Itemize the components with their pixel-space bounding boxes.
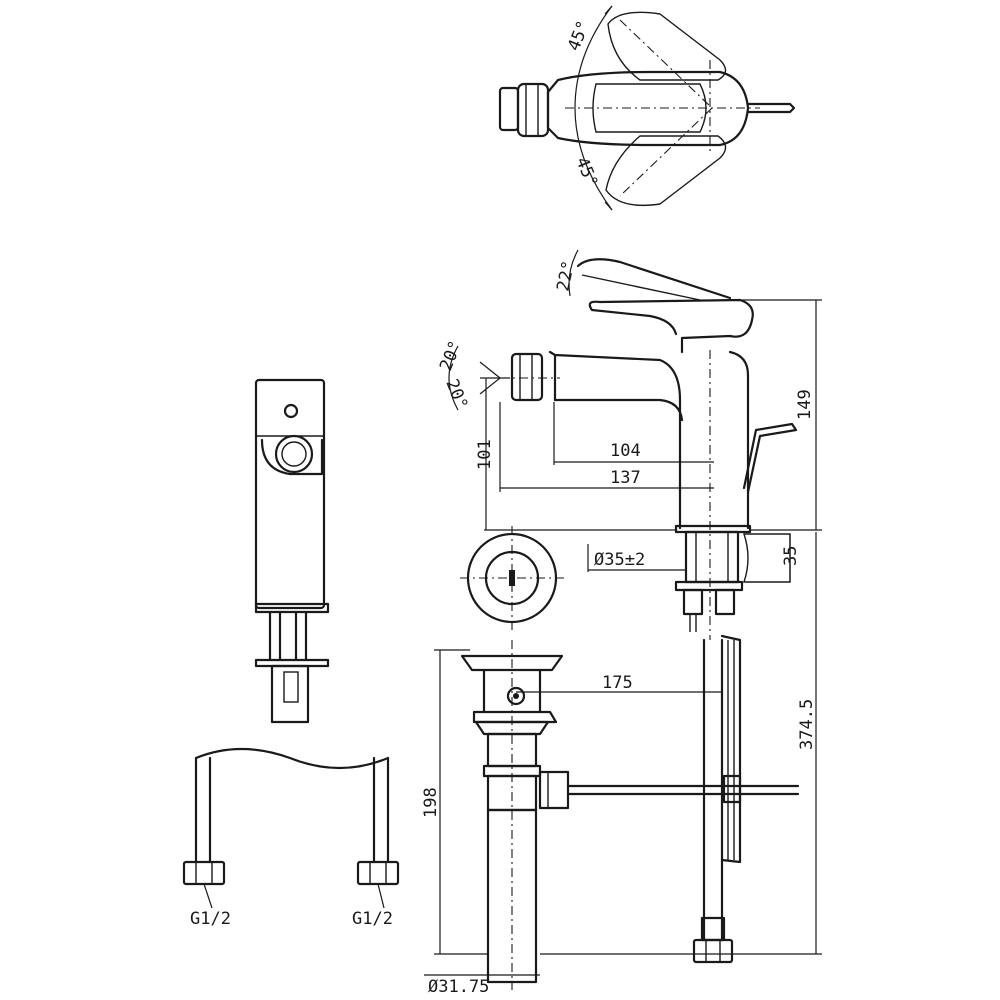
front-view	[254, 378, 330, 724]
dim-drain-198: 198	[421, 787, 441, 818]
hoses: G1/2 G1/2	[182, 747, 400, 929]
dim-drain-diameter: Ø31.75	[428, 977, 489, 997]
top-view: 45° 45°	[498, 5, 796, 211]
side-view: 20° 20° 22° 101 104 137 149 Ø35±2 35	[436, 249, 822, 640]
dim-total-374-5: 374.5	[797, 699, 817, 750]
dim-drain-175: 175	[602, 673, 633, 693]
dim-angle-inlet-upper: 20°	[436, 338, 466, 374]
dim-length-137: 137	[610, 468, 641, 488]
dim-length-104: 104	[610, 441, 641, 461]
dim-height-149: 149	[795, 389, 815, 420]
dim-angle-top-lower: 45°	[571, 154, 601, 190]
drain-section: 175 198 374.5 Ø31.75	[421, 532, 822, 997]
dim-angle-top-upper: 45°	[564, 18, 594, 54]
dim-height-101: 101	[475, 439, 495, 470]
label-hose-left: G1/2	[190, 909, 231, 929]
dim-angle-spout: 22°	[553, 259, 579, 293]
dim-deck-35: 35	[781, 546, 801, 566]
drain-plan-view	[460, 526, 566, 632]
dim-hole-diameter: Ø35±2	[594, 550, 645, 570]
dim-angle-inlet-lower: 20°	[441, 376, 471, 412]
label-hose-right: G1/2	[352, 909, 393, 929]
